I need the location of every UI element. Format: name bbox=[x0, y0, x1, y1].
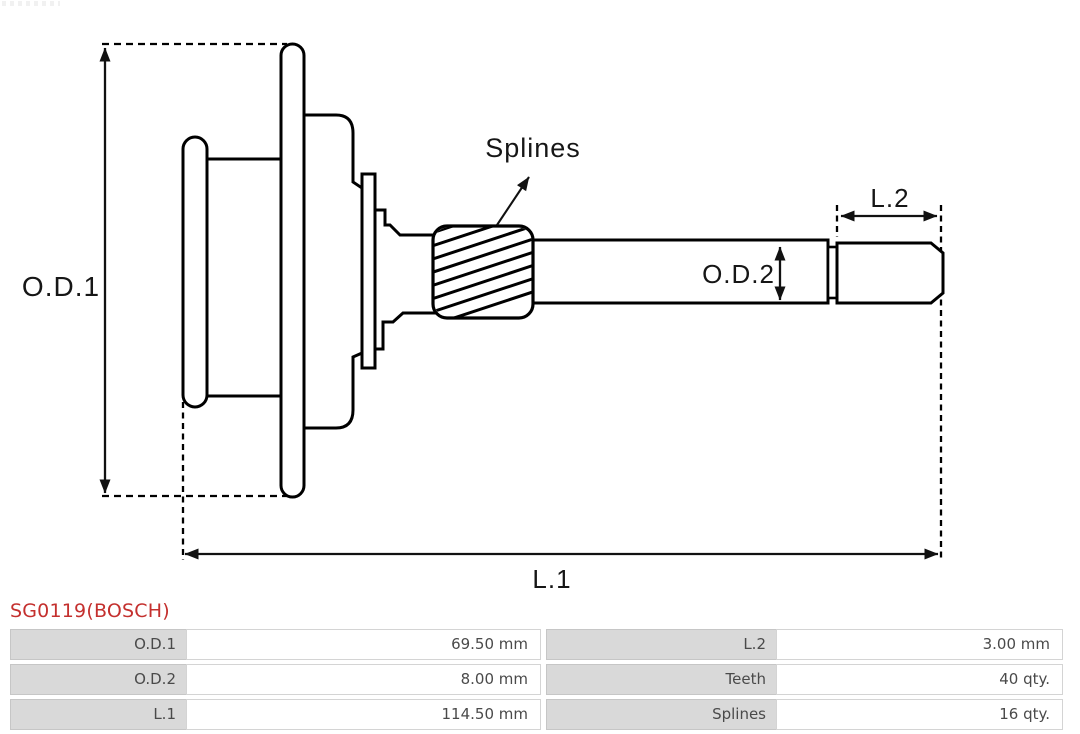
spec-label-l2: L.2 bbox=[546, 629, 777, 660]
spec-label-splines: Splines bbox=[546, 699, 777, 730]
spec-value-od1: 69.50 mm bbox=[186, 629, 541, 660]
shaft-shoulder bbox=[372, 208, 438, 351]
spec-value-l1: 114.50 mm bbox=[186, 699, 541, 730]
hub-flange bbox=[181, 135, 209, 409]
l2-label: L.2 bbox=[870, 183, 909, 213]
spec-value-teeth: 40 qty. bbox=[776, 664, 1063, 695]
spec-row: L.1 114.50 mm Splines 16 qty. bbox=[10, 699, 1063, 730]
spec-label-od2: O.D.2 bbox=[10, 664, 187, 695]
part-number: SG0119(BOSCH) bbox=[10, 600, 170, 622]
spec-value-od2: 8.00 mm bbox=[186, 664, 541, 695]
od1-label: O.D.1 bbox=[22, 271, 100, 302]
spec-value-l2: 3.00 mm bbox=[776, 629, 1063, 660]
technical-drawing: O.D.1 Splines O.D.2 L.2 L.1 bbox=[22, 42, 945, 594]
od2-label: O.D.2 bbox=[702, 259, 775, 289]
spec-label-od1: O.D.1 bbox=[10, 629, 187, 660]
spec-row: O.D.2 8.00 mm Teeth 40 qty. bbox=[10, 664, 1063, 695]
shaft-end-cap bbox=[835, 241, 945, 305]
spec-row: O.D.1 69.50 mm L.2 3.00 mm bbox=[10, 629, 1063, 660]
pulley-flange bbox=[279, 42, 306, 499]
splines-label: Splines bbox=[485, 133, 581, 163]
spec-label-teeth: Teeth bbox=[546, 664, 777, 695]
shaft bbox=[531, 238, 830, 305]
spec-label-l1: L.1 bbox=[10, 699, 187, 730]
dimension-lines bbox=[99, 47, 939, 560]
reference-dashed-lines bbox=[102, 42, 943, 560]
part-outline bbox=[181, 42, 945, 499]
thrust-plate bbox=[360, 172, 377, 370]
splines-pointer-arrow bbox=[496, 176, 530, 226]
l1-label: L.1 bbox=[532, 564, 571, 594]
spline-section bbox=[431, 224, 535, 320]
spec-table: O.D.1 69.50 mm L.2 3.00 mm O.D.2 8.00 mm… bbox=[10, 629, 1063, 734]
spline-hatching bbox=[434, 227, 532, 317]
watermark-fragment bbox=[2, 1, 60, 6]
spec-value-splines: 16 qty. bbox=[776, 699, 1063, 730]
